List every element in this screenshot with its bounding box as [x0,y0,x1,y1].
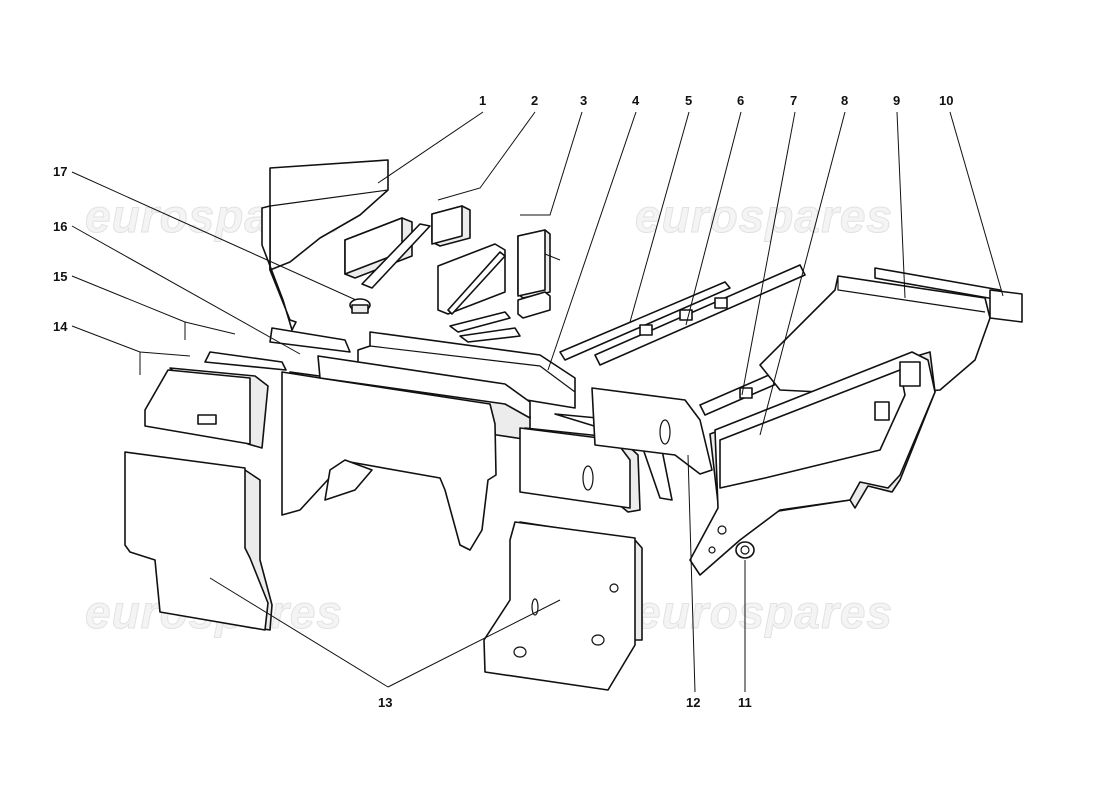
callout-1: 1 [479,93,486,108]
callout-10: 10 [939,93,953,108]
part-17-clip[interactable] [349,298,371,314]
watermark-top-right: eurospares [635,190,893,242]
part-1-rear-panel[interactable] [261,159,389,331]
part-12-side-panel[interactable] [591,387,713,475]
callout-6: 6 [737,93,744,108]
part-16-upper-panel[interactable] [269,327,351,353]
callout-14: 14 [53,319,68,334]
leader-lines [71,111,1004,693]
part-central-firewall[interactable] [281,355,531,551]
callout-13: 13 [378,695,392,710]
callout-8: 8 [841,93,848,108]
callout-3: 3 [580,93,587,108]
part-2-foam-blocks[interactable] [344,205,471,289]
part-11-grommet[interactable] [735,541,755,559]
callout-11: 11 [738,695,752,710]
part-15-side-panel[interactable] [204,351,287,371]
part-13-left-panel[interactable] [124,451,273,631]
part-13-right-panel[interactable] [483,521,643,691]
part-10-tube[interactable] [874,267,1023,323]
callout-16: 16 [53,219,67,234]
part-5-rail[interactable] [559,281,731,361]
callout-4: 4 [632,93,640,108]
part-14-left-panel[interactable] [144,367,269,449]
part-3-foam-triangles[interactable] [437,229,551,343]
callouts: 1 2 3 4 5 6 7 8 9 10 11 12 13 14 15 16 1… [53,93,953,710]
callout-9: 9 [893,93,900,108]
callout-15: 15 [53,269,67,284]
part-8-side-trim[interactable] [689,351,936,576]
part-6-bracket-rail[interactable] [594,264,806,366]
callout-7: 7 [790,93,797,108]
watermark-bottom-right: eurospares [635,586,893,638]
callout-5: 5 [685,93,692,108]
callout-2: 2 [531,93,538,108]
callout-12: 12 [686,695,700,710]
callout-17: 17 [53,164,67,179]
